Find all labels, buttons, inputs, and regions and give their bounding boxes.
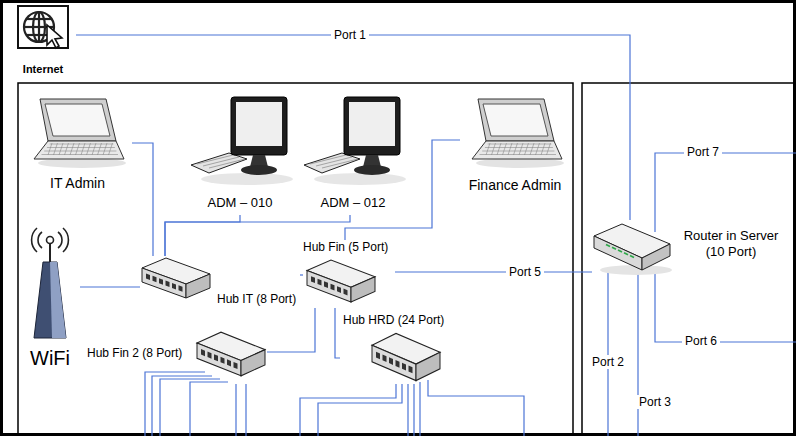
desktop-computer: ADM – 012 [298, 95, 410, 215]
wires [145, 153, 796, 436]
fin2-wire [152, 376, 212, 436]
hrd-wire [428, 380, 524, 436]
fin2-wire [245, 384, 246, 436]
node-label: Hub Fin (5 Port) [303, 240, 388, 254]
node-label: Hub HRD (24 Port) [343, 313, 444, 327]
network-hub: Hub HRD (24 Port) [340, 313, 475, 388]
port-label: Port 2 [589, 355, 627, 369]
hub-icon [140, 256, 212, 300]
port-label: Port 5 [506, 265, 544, 279]
port3-wire [637, 274, 638, 436]
laptop-icon [30, 97, 125, 169]
hrd-wire [318, 384, 402, 436]
network-cable [395, 271, 592, 272]
network-cable [335, 308, 340, 358]
network-cable [267, 308, 315, 352]
port-label: Port 1 [331, 28, 369, 42]
port-label: Port 7 [684, 145, 722, 159]
node-label: Router in Server (10 Port) [674, 228, 788, 259]
node-label: Internet [12, 63, 74, 76]
hrd-wire [407, 384, 408, 436]
network-cable [76, 35, 630, 220]
node-label: ADM – 010 [185, 195, 295, 211]
port2-wire [607, 268, 608, 436]
network-cable [300, 274, 303, 275]
port7-wire [655, 153, 796, 232]
server-zone [582, 83, 796, 436]
desktop-computer: ADM – 010 [185, 95, 297, 215]
router-icon [592, 220, 672, 276]
server-router: Router in Server (10 Port) [592, 220, 790, 278]
hub-icon [305, 258, 377, 304]
network-cable [132, 143, 153, 256]
fin2-wire [235, 384, 236, 436]
hrd-wire [300, 384, 396, 436]
globe-icon [17, 5, 69, 49]
network-hub: Hub Fin (5 Port) [303, 240, 395, 308]
laptop-computer: IT Admin [25, 95, 132, 200]
node-label: IT Admin [25, 175, 130, 192]
node-label: ADM – 012 [298, 195, 408, 211]
network-hub: Hub Fin 2 (8 Port) [85, 328, 267, 388]
node-label: Finance Admin [460, 177, 570, 194]
node-label: Hub Fin 2 (8 Port) [87, 346, 182, 360]
hub-icon [195, 330, 267, 378]
antenna-icon [28, 228, 72, 340]
node-label: WiFi [22, 346, 78, 370]
desktop-icon [298, 95, 408, 187]
hub-icon [370, 331, 442, 383]
desktop-icon [185, 95, 295, 187]
laptop-computer: Finance Admin [460, 95, 572, 200]
laptop-icon [468, 97, 563, 169]
port-label: Port 6 [682, 334, 720, 348]
network-hub: Hub IT (8 Port) [140, 256, 300, 308]
wifi-access-point: WiFi [22, 228, 80, 376]
node-label: Hub IT (8 Port) [217, 292, 296, 306]
network-cable [80, 286, 140, 287]
port6-wire [655, 268, 796, 342]
fin2-wire [190, 382, 228, 436]
office-zone [18, 83, 573, 436]
hrd-wire [413, 384, 414, 436]
network-cable [165, 215, 240, 256]
internet-cloud: Internet [12, 4, 76, 80]
hrd-wire [419, 382, 420, 436]
port-label: Port 3 [636, 395, 674, 409]
